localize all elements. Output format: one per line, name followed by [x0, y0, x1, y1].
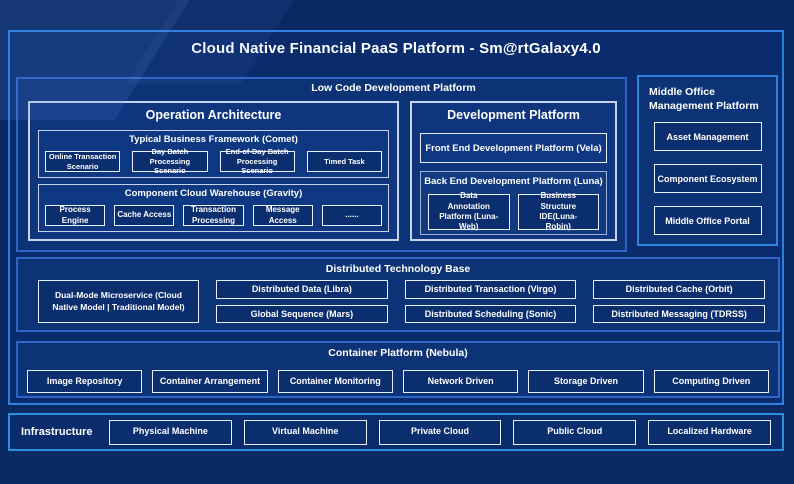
page-title: Cloud Native Financial PaaS Platform - S… [191, 40, 601, 57]
box-online-transaction-scenario: Online Transaction Scenario [45, 151, 121, 172]
box-end-of-day-batch-processing-scenario: End-of-Day Batch Processing Scenario [219, 147, 295, 175]
box-transaction-processing: Transaction Processing [183, 205, 244, 226]
box-day-batch-processing-scenario: Day Batch Processing Scenario [132, 147, 208, 175]
box-distributed-cache: Distributed Cache (Orbit) [593, 280, 765, 299]
box-business-structure-ide: Business Structure IDE(Luna-Robin) [517, 191, 599, 231]
box-network-driven: Network Driven [402, 370, 519, 393]
box-public-cloud: Public Cloud [513, 419, 637, 445]
box-distributed-transaction: Distributed Transaction (Virgo) [404, 280, 577, 299]
box-container-monitoring: Container Monitoring [277, 370, 393, 393]
distributed-technology-base-title: Distributed Technology Base [325, 263, 471, 275]
middle-office-items: Asset Management Component Ecosystem Mid… [649, 122, 766, 236]
panel-development-platform: Development Platform Front End Developme… [410, 101, 617, 241]
box-container-arrangement: Container Arrangement [152, 370, 268, 393]
component-cloud-warehouse-items: Process Engine Cache Access Transaction … [45, 205, 383, 226]
distributed-technology-base-items: Dual-Mode Microservice (Cloud Native Mod… [38, 280, 765, 323]
middle-office-title: Middle Office Management Platform [649, 86, 759, 113]
infrastructure-items: Physical Machine Virtual Machine Private… [109, 419, 771, 445]
section-distributed-technology-base: Distributed Technology Base Dual-Mode Mi… [16, 257, 780, 332]
group-back-end-development-platform: Back End Development Platform (Luna) Dat… [420, 171, 607, 235]
component-cloud-warehouse-title: Component Cloud Warehouse (Gravity) [124, 188, 303, 199]
back-end-title: Back End Development Platform (Luna) [424, 176, 603, 187]
panel-operation-architecture: Operation Architecture Typical Business … [28, 101, 399, 241]
group-typical-business-framework: Typical Business Framework (Comet) Onlin… [38, 130, 389, 178]
section-infrastructure: Infrastructure Physical Machine Virtual … [8, 413, 784, 451]
distributed-grid: Distributed Data (Libra) Distributed Tra… [216, 280, 765, 323]
section-low-code-development-platform: Low Code Development Platform Operation … [16, 77, 627, 252]
box-process-engine: Process Engine [45, 205, 106, 226]
low-code-section-title: Low Code Development Platform [311, 82, 476, 94]
box-asset-management: Asset Management [653, 122, 762, 152]
typical-business-framework-title: Typical Business Framework (Comet) [129, 134, 298, 145]
box-image-repository: Image Repository [27, 370, 143, 393]
infrastructure-label: Infrastructure [21, 426, 93, 438]
box-computing-driven: Computing Driven [653, 370, 769, 393]
box-storage-driven: Storage Driven [528, 370, 644, 393]
section-container-platform: Container Platform (Nebula) Image Reposi… [16, 341, 780, 398]
box-middle-office-portal: Middle Office Portal [653, 206, 762, 236]
box-timed-task: Timed Task [306, 151, 382, 172]
box-data-annotation-platform: Data Annotation Platform (Luna-Web) [428, 191, 510, 231]
box-distributed-scheduling: Distributed Scheduling (Sonic) [404, 304, 577, 323]
box-ellipsis: ...... [321, 205, 383, 226]
development-platform-title: Development Platform [447, 108, 580, 122]
box-distributed-messaging: Distributed Messaging (TDRSS) [593, 304, 765, 323]
operation-architecture-title: Operation Architecture [145, 108, 282, 122]
box-private-cloud: Private Cloud [378, 419, 502, 445]
box-localized-hardware: Localized Hardware [648, 419, 771, 445]
container-platform-title: Container Platform (Nebula) [328, 347, 468, 359]
platform-frame: Cloud Native Financial PaaS Platform - S… [8, 30, 784, 405]
group-component-cloud-warehouse: Component Cloud Warehouse (Gravity) Proc… [38, 184, 389, 232]
back-end-items: Data Annotation Platform (Luna-Web) Busi… [428, 191, 599, 231]
typical-business-framework-items: Online Transaction Scenario Day Batch Pr… [45, 147, 382, 175]
box-global-sequence: Global Sequence (Mars) [216, 304, 388, 323]
section-middle-office-management-platform: Middle Office Management Platform Asset … [637, 75, 778, 246]
box-virtual-machine: Virtual Machine [243, 419, 367, 445]
box-message-access: Message Access [252, 205, 313, 226]
box-physical-machine: Physical Machine [109, 419, 232, 445]
box-component-ecosystem: Component Ecosystem [653, 164, 762, 194]
container-platform-items: Image Repository Container Arrangement C… [27, 370, 769, 393]
box-dual-mode-microservice: Dual-Mode Microservice (Cloud Native Mod… [38, 280, 199, 323]
box-distributed-data: Distributed Data (Libra) [216, 280, 388, 299]
box-front-end-development-platform: Front End Development Platform (Vela) [420, 133, 607, 163]
box-cache-access: Cache Access [114, 205, 175, 226]
